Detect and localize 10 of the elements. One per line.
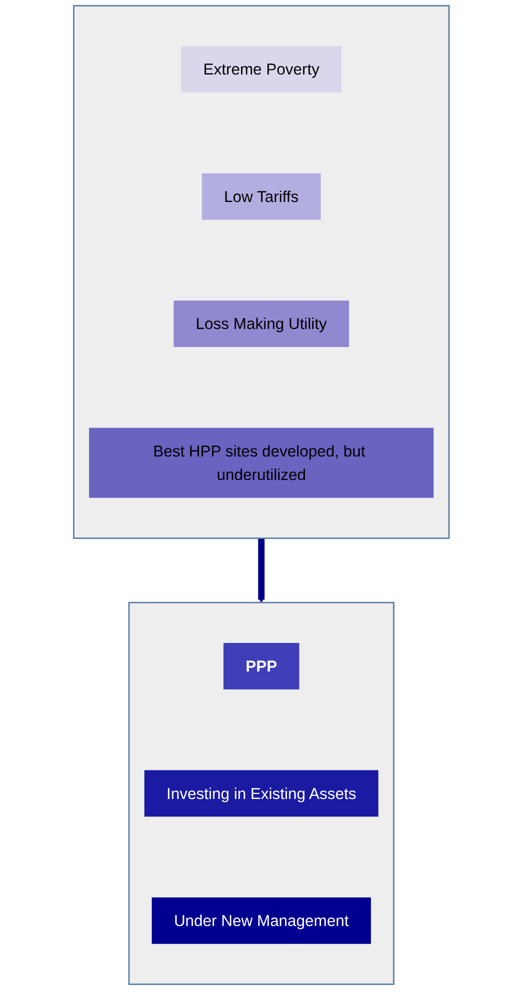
node-box: Low Tariffs	[202, 173, 321, 220]
node-box: Best HPP sites developed, but underutilized	[89, 428, 434, 498]
node-box: PPP	[224, 642, 300, 690]
node-box: Extreme Poverty	[181, 46, 342, 93]
cluster	[128, 602, 395, 985]
arrow	[258, 538, 265, 603]
cluster	[73, 5, 450, 539]
node-box: Investing in Existing Assets	[144, 770, 378, 817]
node-box: Loss Making Utility	[174, 300, 350, 348]
node-box: Under New Management	[152, 897, 372, 944]
